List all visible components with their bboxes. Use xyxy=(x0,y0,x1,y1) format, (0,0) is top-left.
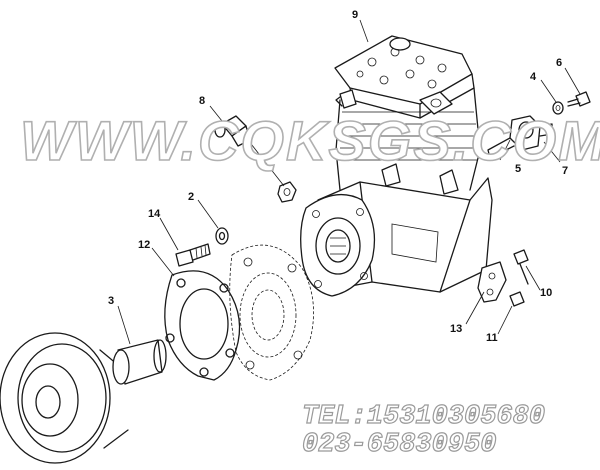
callout-8: 8 xyxy=(199,95,205,107)
callout-10: 10 xyxy=(540,287,552,299)
part-bracket xyxy=(477,261,507,303)
callout-14: 14 xyxy=(148,208,161,220)
part-washer xyxy=(215,227,229,245)
part-bolt-upper xyxy=(513,249,529,285)
part-pulley xyxy=(0,332,131,464)
contact-phone: TEL:15310305680 xyxy=(301,401,546,432)
callout-9: 9 xyxy=(352,9,358,21)
part-screw xyxy=(567,91,591,107)
callout-6: 6 xyxy=(556,57,562,69)
part-bolt-lower xyxy=(509,291,525,307)
part-washer-small xyxy=(552,101,564,115)
callout-numbers: 9 8 4 6 2 14 12 5 7 3 10 13 11 xyxy=(108,9,568,344)
part-valve-bracket xyxy=(487,115,553,159)
part-sleeve xyxy=(112,339,167,385)
callout-3: 3 xyxy=(108,295,114,307)
part-gasket xyxy=(164,270,241,381)
callout-7: 7 xyxy=(562,165,568,177)
callout-4: 4 xyxy=(530,71,537,83)
part-adapter-flange xyxy=(229,244,314,381)
contact-phone-landline: 023-65830950 xyxy=(301,429,497,460)
leader-lines xyxy=(117,19,581,345)
callout-13: 13 xyxy=(450,323,462,335)
part-bolt xyxy=(175,243,211,267)
callout-5: 5 xyxy=(515,163,521,175)
part-nut xyxy=(277,181,297,203)
part-compressor xyxy=(300,35,493,297)
callout-11: 11 xyxy=(486,332,498,344)
callout-2: 2 xyxy=(188,191,194,203)
callout-12: 12 xyxy=(138,239,150,251)
watermark-url: WWW.CQKSGS.COM xyxy=(19,108,600,173)
part-fitting xyxy=(214,115,251,147)
